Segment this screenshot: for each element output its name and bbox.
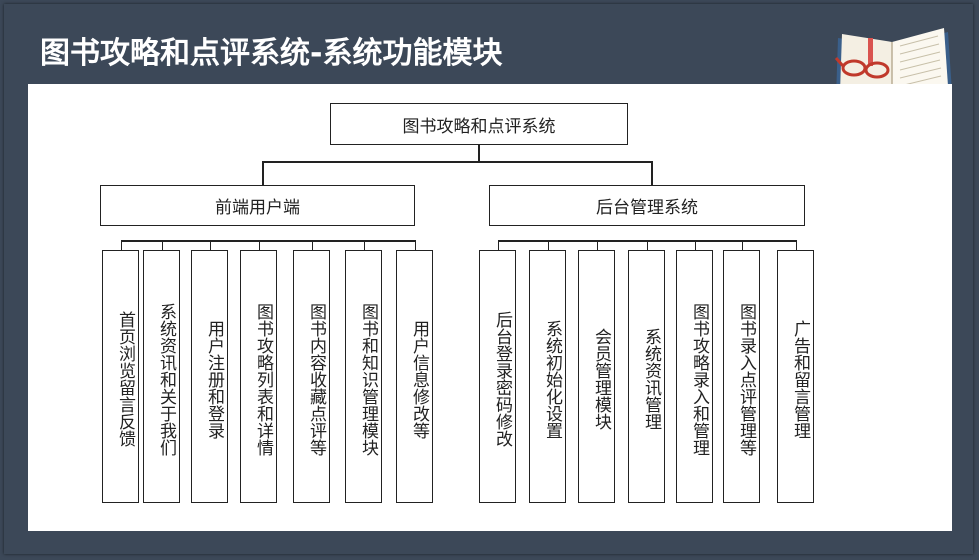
module-node: 后台登录密码修改 [479,250,516,503]
root-node: 图书攻略和点评系统 [330,103,628,145]
connector-leaf-1-1 [547,240,549,250]
branch-node-0: 前端用户端 [100,185,415,226]
branch-node-1: 后台管理系统 [489,185,805,226]
module-node: 图书内容收藏点评等 [293,250,330,503]
module-node: 图书攻略录入和管理 [676,250,713,503]
module-node: 图书攻略列表和详情 [240,250,277,503]
connector-leaf-1-4 [694,240,696,250]
module-node: 用户注册和登录 [191,250,228,503]
connector-leaf-1-0 [497,240,499,250]
connector-leaf-0-2 [209,240,211,250]
connector-leaf-0-3 [258,240,260,250]
connector-leaf-0-0 [120,240,122,250]
module-node: 广告和留言管理 [777,250,814,503]
connector-leaf-0-4 [311,240,313,250]
module-node: 图书录入点评管理等 [723,250,760,503]
module-node: 系统资讯和关于我们 [143,250,180,503]
connector-branch-0-bus [120,240,416,242]
connector-leaf-0-6 [414,240,416,250]
connector-leaf-1-2 [596,240,598,250]
module-node: 系统资讯管理 [628,250,665,503]
connector-leaf-0-1 [161,240,163,250]
connector-leaf-1-3 [646,240,648,250]
connector-leaf-1-5 [741,240,743,250]
connector-leaf-1-6 [795,240,797,250]
module-node: 用户信息修改等 [396,250,433,503]
module-node: 图书和知识管理模块 [345,250,382,503]
connector-branch-0-up [262,161,264,185]
connector-root-horizontal [262,161,652,163]
module-node: 系统初始化设置 [529,250,566,503]
connector-branch-1-up [651,161,653,185]
connector-leaf-0-5 [363,240,365,250]
page-title: 图书攻略和点评系统-系统功能模块 [40,36,503,71]
module-node: 会员管理模块 [578,250,615,503]
module-node: 首页浏览留言反馈 [102,250,139,503]
connector-root-down [478,145,480,162]
